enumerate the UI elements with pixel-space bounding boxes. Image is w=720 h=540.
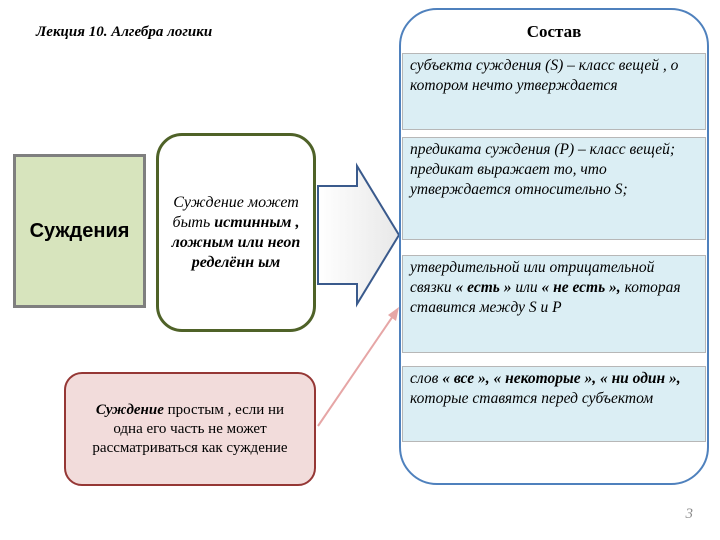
simple-judgment-text: простым , если ни одна его часть не може… [92,401,288,456]
copula-text-a: утвердительной или отрицательной связки [410,259,655,296]
simple-judgment-term: Суждение [95,401,164,418]
quantifier-words: « все », « некоторые », « ни один », [442,370,681,387]
composition-title: Состав [526,22,582,41]
quantifier-text-a: слов [410,370,443,387]
composition-item-subject-text: субъекта суждения (S) – класс вещей , о … [410,57,679,94]
truth-box-values: истинным , ложным или неопределённ ым [171,213,301,271]
judgments-label: Суждения [29,219,130,242]
page-number: 3 [685,506,694,522]
simple-judgment-box: Суждение простым , если ни одна его част… [64,372,316,486]
truth-box-text: Суждение может быть [172,193,299,231]
composition-item-copula: утвердительной или отрицательной связки … [402,255,706,353]
connector-arrow [317,307,399,427]
copula-is-not: « не есть », [541,279,621,296]
composition-item-quantifiers: слов « все », « некоторые », « ни один »… [402,366,706,442]
judgments-box: Суждения [13,154,146,308]
truth-value-box: Суждение может быть истинным , ложным ил… [156,133,316,332]
quantifier-text-c: которые ставятся перед субъектом [410,390,654,407]
copula-text-e: которая ставится между S и P [410,279,681,316]
copula-is: « есть » [455,279,512,296]
composition-item-subject: субъекта суждения (S) – класс вещей , о … [402,53,706,130]
big-right-arrow [317,162,401,308]
composition-item-predicate: предиката суждения (P) – класс вещей; пр… [402,137,706,240]
composition-item-predicate-text: предиката суждения (P) – класс вещей; пр… [410,141,675,198]
copula-text-c: или [511,279,542,296]
lecture-title: Лекция 10. Алгебра логики [36,24,213,40]
